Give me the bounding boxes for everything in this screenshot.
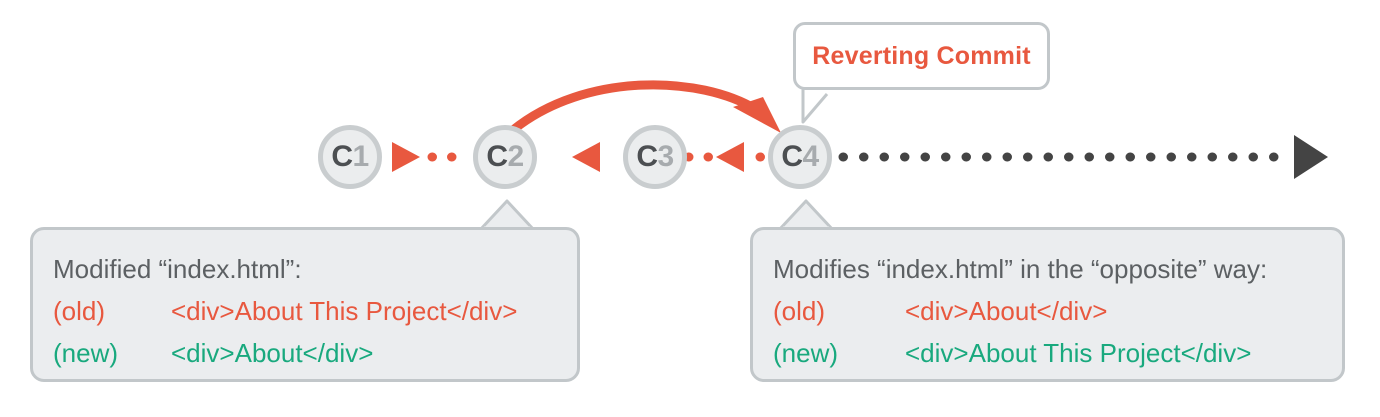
callout-tail-icon: [801, 84, 829, 124]
commit-detail-box-c2: Modified “index.html”: (old) <div>About T…: [30, 227, 580, 382]
new-code: <div>About This Project</div>: [905, 338, 1252, 368]
new-label: (new): [53, 338, 119, 368]
detail-old-row: (old) <div>About This Project</div>: [53, 290, 557, 332]
dotted-parent-arrow-icon: [392, 142, 775, 172]
reverting-commit-label: Reverting Commit: [812, 41, 1031, 70]
commit-letter: C: [636, 140, 658, 173]
old-code: <div>About</div>: [905, 296, 1108, 326]
new-label: (new): [773, 338, 839, 368]
commit-letter: C: [781, 140, 803, 173]
commit-letter: C: [486, 140, 508, 173]
commit-number: 2: [507, 140, 524, 173]
commit-number: 4: [802, 140, 819, 173]
commit-detail-box-c4: Modifies “index.html” in the “opposite” …: [750, 227, 1345, 382]
commit-letter: C: [331, 140, 353, 173]
detail-heading: Modified “index.html”:: [53, 254, 302, 284]
detail-old-row: (old) <div>About</div>: [773, 290, 1322, 332]
commit-number: 3: [657, 140, 674, 173]
reverting-commit-callout: Reverting Commit: [793, 22, 1050, 90]
old-label: (old): [773, 296, 826, 326]
dotted-timeline-arrow-icon: [838, 135, 1328, 179]
detail-heading: Modifies “index.html” in the “opposite” …: [773, 254, 1268, 284]
new-code: <div>About</div>: [171, 338, 374, 368]
old-label: (old): [53, 296, 106, 326]
commit-number: 1: [352, 140, 369, 173]
detail-new-row: (new) <div>About</div>: [53, 332, 557, 374]
old-code: <div>About This Project</div>: [171, 296, 518, 326]
box-tail-icon: [478, 199, 536, 232]
detail-new-row: (new) <div>About This Project</div>: [773, 332, 1322, 374]
box-tail-icon: [777, 199, 835, 232]
curved-revert-arrow-icon: [508, 80, 781, 135]
